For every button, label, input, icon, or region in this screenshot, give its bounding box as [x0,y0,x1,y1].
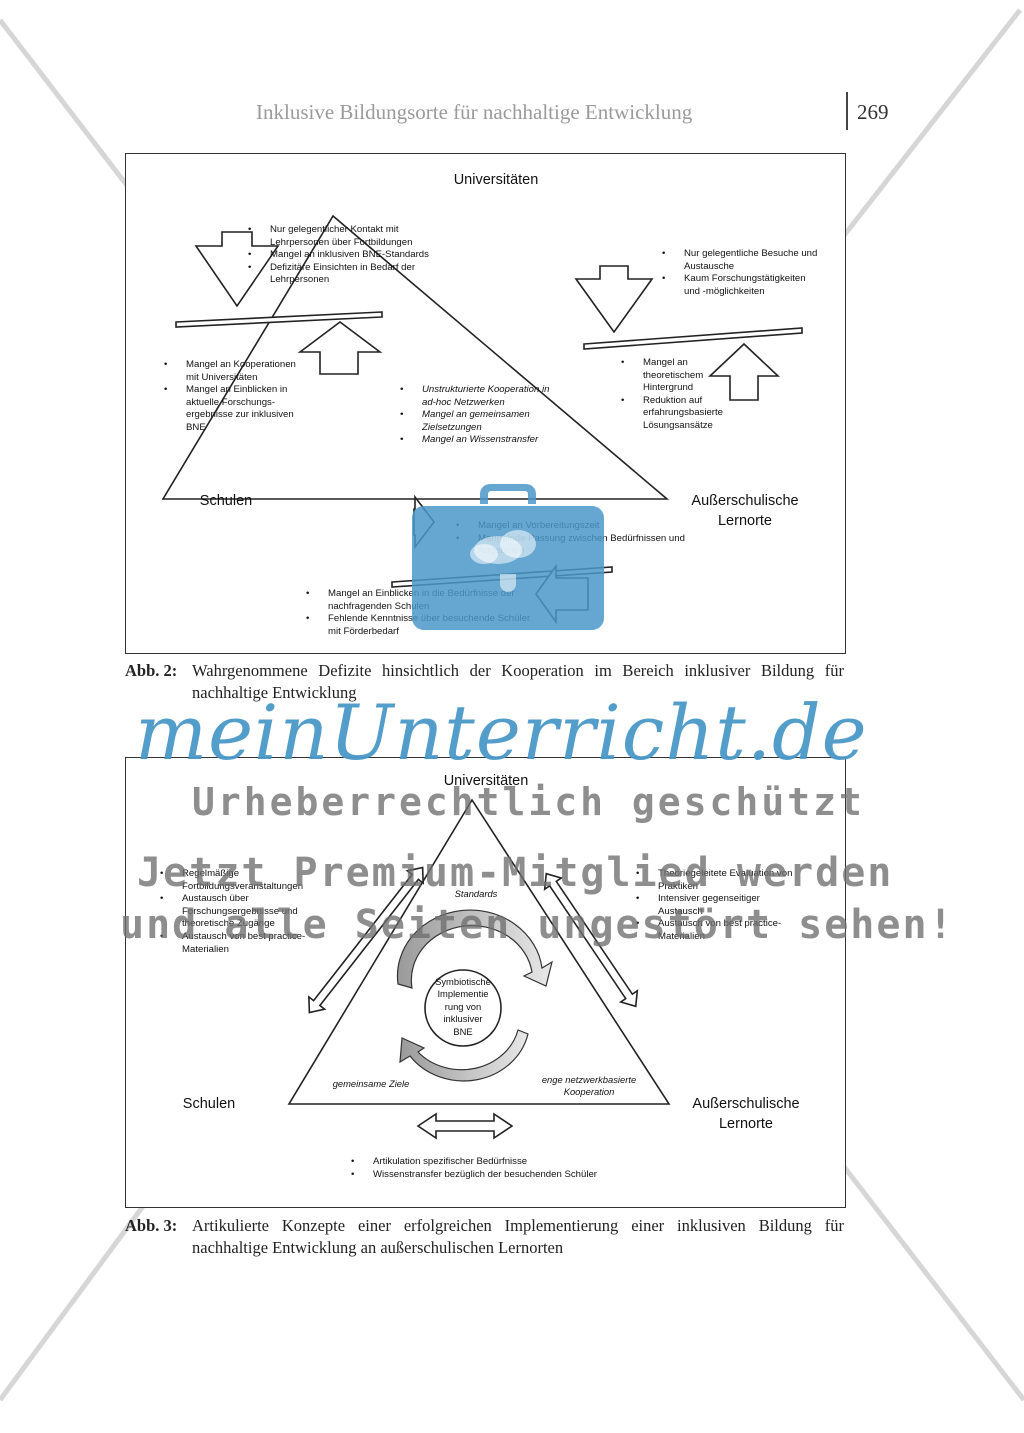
watermark-copyright-line: Urheberrechtlich geschützt [192,780,865,824]
fig3-label-ausserschulische: Außerschulische Lernorte [676,1094,816,1134]
figure-2-diagram: Universitäten Schulen Außerschulische Le… [125,153,846,654]
list-item: Nur gelegentlicher Kontakt mit Lehrperso… [248,224,448,249]
list-item: Mangel an Kooperationen mit Universitäte… [164,359,304,384]
list-item: Nur gelegentliche Besuche und Austausche [662,248,822,273]
fig3-label-universitaeten: Universitäten [443,773,529,789]
fig3-right-list: Theoriegeleitete Evaluation von Praktike… [636,868,806,944]
list-item: Reduktion auf erfahrungsbasierte Lösungs… [621,395,731,433]
fig3-inner-kooperation: enge netzwerkbasierte Kooperation [524,1074,654,1099]
fig2-arrow-down-right [574,265,654,334]
fig3-left-list: Regelmäßige Fortbildungsveranstaltungen … [160,868,320,956]
fig3-cycle-arc-bottom [399,1029,529,1082]
header-divider [846,92,848,130]
list-item: Regelmäßige Fortbildungsveranstaltungen [160,868,320,893]
fig2-top-right-list: Nur gelegentliche Besuche und Austausche… [662,248,822,298]
fig2-arrow-up-left [297,321,383,375]
running-header-title: Inklusive Bildungsorte für nachhaltige E… [256,100,693,124]
list-item: Intensiver gegenseitiger Austausch [636,893,806,918]
watermark-pages-line: und alle Seiten ungestört sehen! [120,902,955,948]
page-number: 269 [857,100,889,124]
fig2-top-left-list: Nur gelegentlicher Kontakt mit Lehrperso… [248,224,448,287]
list-item: Defizitäre Einsichten in Bedarf der Lehr… [248,262,448,287]
fig2-right-list: Mangel an theoretischem Hintergrund Redu… [621,357,731,433]
fig3-center-circle [424,969,502,1047]
figure-2-caption-text: Wahrgenommene Defizite hinsichtlich der … [192,661,844,702]
list-item: Austausch über Forschungsergebnisse und … [160,893,320,931]
fig2-label-ausserschulische: Außerschulische Lernorte [675,491,815,531]
fig2-left-list: Mangel an Kooperationen mit Universitäte… [164,359,304,435]
list-item: Austausch von best practice-Materialien [160,931,320,956]
fig3-circle-line: inklusiver [443,1013,483,1025]
fig3-bottom-list: Artikulation spezifischer Bedürfnisse Wi… [351,1156,651,1181]
figure-3-diagram: Universitäten Schulen Außerschulische Le… [125,757,846,1208]
list-item: Mangel an Einblicken in aktuelle Forschu… [164,384,304,434]
figure-3-caption-text: Artikulierte Konzepte einer erfolgreiche… [192,1216,844,1257]
list-item: Wissenstransfer bezüglich der besuchende… [351,1169,651,1182]
figure-2-caption-label: Abb. 2: [125,661,178,680]
list-item: Unstrukturierte Kooperation in ad-hoc Ne… [400,384,560,409]
list-item: Mangel an theoretischem Hintergrund [621,357,731,395]
fig2-label-universitaeten: Universitäten [453,172,539,188]
fig3-label-ausserschulische-line2: Lernorte [718,1116,773,1132]
list-item: Austausch von best practice-Materialien [636,918,806,943]
list-item: Kaum Forschungstätigkeiten und -möglichk… [662,273,822,298]
fig3-double-arrow-left [308,866,424,1014]
fig3-label-ausserschulische-line1: Außerschulische [692,1096,800,1112]
figure-3-shapes [287,798,671,1140]
fig2-bar-right [583,327,803,350]
fig3-inner-gemeinsame-ziele: gemeinsame Ziele [332,1078,410,1089]
fig3-main-triangle [287,798,671,1105]
briefcase-watermark-icon [412,484,604,630]
figure-2-caption: Abb. 2: Wahrgenommene Defizite hinsichtl… [125,660,844,704]
fig3-circle-line: rung von [444,1000,482,1012]
fig2-label-ausserschulische-line1: Außerschulische [691,493,799,509]
list-item: Theoriegeleitete Evaluation von Praktike… [636,868,806,893]
fig3-cycle-arc-top [396,909,553,989]
fig2-label-schulen: Schulen [199,493,253,509]
list-item: Mangel an gemeinsamen Zielsetzungen [400,409,560,434]
fig3-circle-text: Symbiotische Implementie rung von inklus… [415,976,511,1038]
list-item: Artikulation spezifischer Bedürfnisse [351,1156,651,1169]
fig3-circle-line: Symbiotische [435,976,491,987]
fig3-label-schulen: Schulen [182,1096,236,1112]
fig2-bar-left [175,311,383,328]
fig3-double-arrow-bottom [416,1112,514,1140]
watermark-premium-line: Jetzt Premium-Mitglied werden [137,850,894,896]
fig3-double-arrow-right [543,872,639,1008]
fig3-circle-line: BNE [453,1025,473,1037]
meinunterricht-logo: meinUnterricht.de [135,688,868,777]
figure-3-caption-label: Abb. 3: [125,1216,178,1235]
fig3-inner-kooperation-line2: Kooperation [563,1086,615,1098]
fig3-inner-kooperation-line1: enge netzwerkbasierte [541,1074,637,1085]
fig2-center-list: Unstrukturierte Kooperation in ad-hoc Ne… [400,384,560,447]
fig3-inner-standards: Standards [454,888,498,899]
figure-3-caption: Abb. 3: Artikulierte Konzepte einer erfo… [125,1215,844,1259]
list-item: Mangel an inklusiven BNE-Standards [248,249,448,262]
fig2-label-ausserschulische-line2: Lernorte [717,513,772,529]
list-item: Mangel an Wissenstransfer [400,434,560,447]
fig3-circle-line: Implementie [437,988,489,1000]
